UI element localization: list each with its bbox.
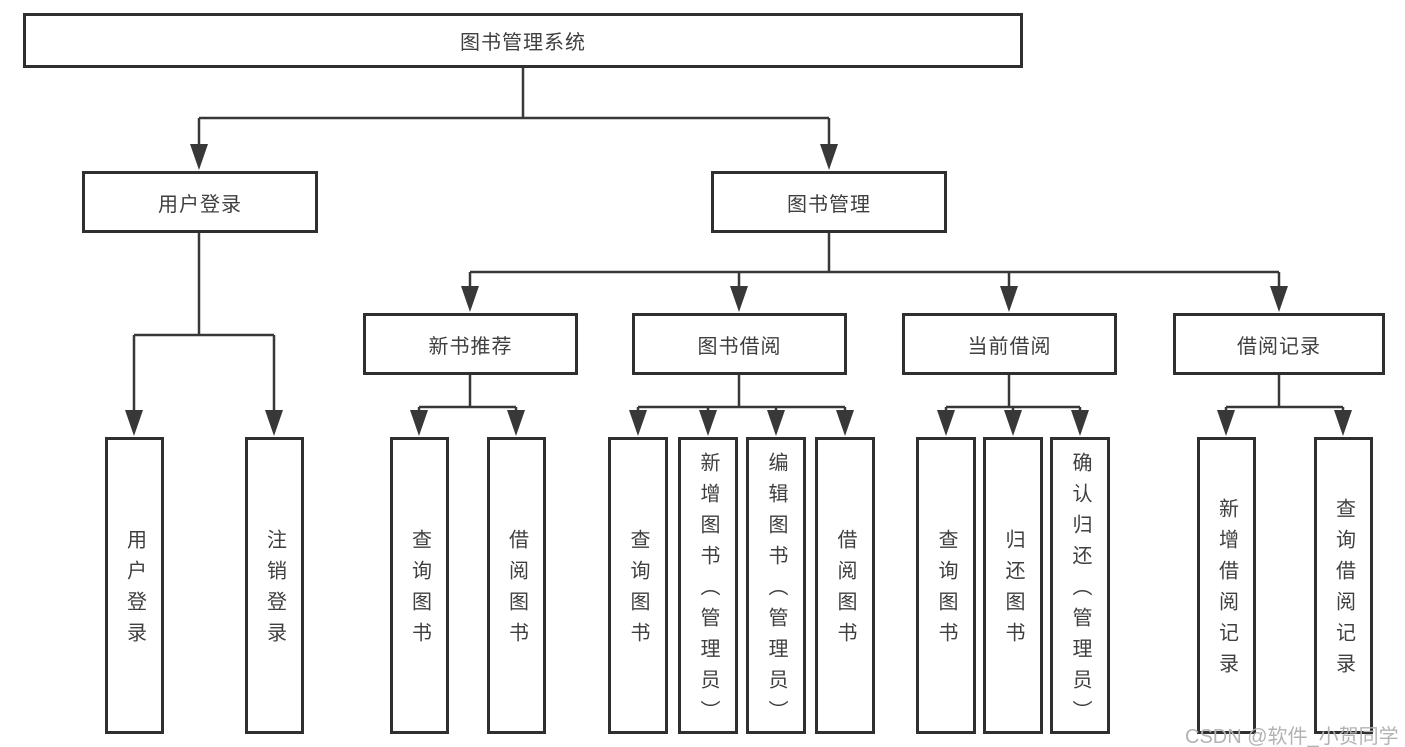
leaf-edit-books-admin: 编辑图书（管理员） [746,437,806,734]
leaf-label: 用户登录 [123,529,146,653]
arrowhead-icon [836,410,854,436]
csdn-watermark: CSDN @软件_小贺同学 [1185,726,1399,747]
node-book-management: 图书管理 [711,171,947,233]
leaf-return-books: 归还图书 [983,437,1043,734]
node-label: 新书推荐 [428,335,513,358]
node-label: 借阅记录 [1237,335,1321,358]
leaf-confirm-return-admin: 确认归还（管理员） [1050,437,1110,734]
arrowhead-icon [699,410,717,436]
leaf-query-books: 查询图书 [916,437,976,734]
arrowhead-icon [410,410,428,436]
node-label: 图书管理 [787,193,871,216]
leaf-label: 编辑图书（管理员） [765,451,787,731]
node-label: 用户登录 [158,193,242,216]
arrowheads [125,144,1352,436]
leaf-label: 确认归还（管理员） [1069,451,1091,731]
leaf-borrow-books: 借阅图书 [487,437,546,734]
leaf-label: 查询图书 [935,529,957,653]
leaf-label: 借阅图书 [505,529,528,653]
leaf-label: 借阅图书 [834,529,856,653]
node-new-book-recommendation: 新书推荐 [363,313,578,375]
arrowhead-icon [1217,410,1235,436]
leaf-borrow-books: 借阅图书 [815,437,875,734]
arrowhead-icon [265,410,283,436]
node-label: 图书管理系统 [460,32,586,54]
node-library-management-system: 图书管理系统 [23,13,1023,68]
arrowhead-icon [629,410,647,436]
connector-newbook-to-leaves [417,374,518,414]
arrowhead-icon [461,286,479,312]
node-book-borrowing: 图书借阅 [632,313,847,375]
node-label: 图书借阅 [697,335,782,358]
node-label: 当前借阅 [967,335,1052,358]
arrowhead-icon [1270,286,1288,312]
connector-root-to-level2 [197,68,831,150]
arrowhead-icon [507,410,525,436]
arrowhead-icon [125,410,143,436]
node-user-login: 用户登录 [82,171,318,233]
arrowhead-icon [1000,286,1018,312]
arrowhead-icon [937,410,955,436]
connector-records-to-leaves [1224,374,1345,414]
connector-borrow-to-leaves [636,374,847,414]
arrowhead-icon [820,144,838,170]
leaf-label: 归还图书 [1002,529,1024,653]
leaf-label: 新增图书（管理员） [697,451,719,731]
node-current-borrowing: 当前借阅 [902,313,1117,375]
leaf-query-books: 查询图书 [608,437,668,734]
leaf-add-borrowing-record: 新增借阅记录 [1197,437,1256,734]
leaf-label: 新增借阅记录 [1215,498,1238,684]
arrowhead-icon [730,286,748,312]
leaf-logout: 注销登录 [245,437,304,734]
leaf-label: 查询图书 [627,529,649,653]
node-borrowing-records: 借阅记录 [1173,313,1385,375]
arrowhead-icon [1071,410,1089,436]
arrowhead-icon [1004,410,1022,436]
leaf-add-books-admin: 新增图书（管理员） [678,437,738,734]
leaf-user-login: 用户登录 [105,437,164,734]
connector-userlogin-to-leaves [132,233,276,414]
leaf-query-books: 查询图书 [390,437,449,734]
arrowhead-icon [767,410,785,436]
leaf-query-borrowing-record: 查询借阅记录 [1314,437,1373,734]
arrowhead-icon [190,144,208,170]
connector-current-to-leaves [944,374,1082,414]
connector-lines [132,68,1345,414]
leaf-label: 查询图书 [408,529,431,653]
connector-bookmgmt-to-level3 [468,233,1281,290]
leaf-label: 查询借阅记录 [1332,498,1355,684]
leaf-label: 注销登录 [263,529,286,653]
arrowhead-icon [1334,410,1352,436]
